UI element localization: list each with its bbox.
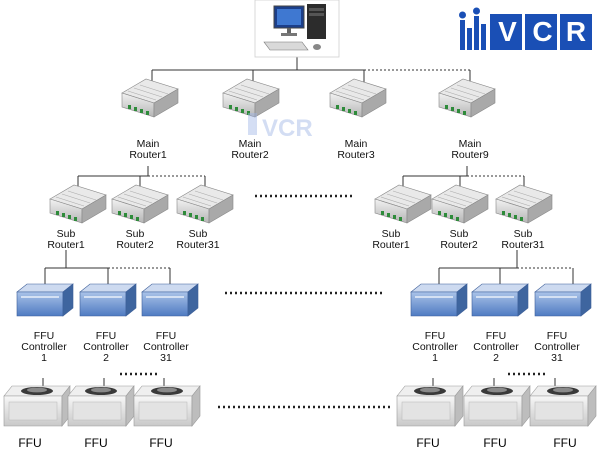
- vcr-logo-mark: [459, 7, 592, 50]
- ffu-label: FFU: [483, 436, 507, 450]
- watermark-logo: VCR: [248, 113, 313, 142]
- ffu-controller-left-31-icon: [141, 283, 199, 317]
- vcr-logo-letter: V: [498, 16, 517, 47]
- sub-router-left-1-icon: [49, 184, 107, 224]
- ffu-label: FFU: [149, 436, 173, 450]
- vcr-logo-letter: C: [532, 16, 553, 47]
- ffu-controller-right-31-icon: [534, 283, 592, 317]
- ffu-controller-right-2-icon: [471, 283, 529, 317]
- main-router-3-icon: [329, 78, 387, 118]
- vcr-logo: V C R: [458, 6, 596, 58]
- ffu-label: FFU: [553, 436, 577, 450]
- ffu-controller-right-1-icon: [410, 283, 468, 317]
- watermark-text: VCR: [262, 115, 313, 142]
- ffu-controller-left-2-icon: [79, 283, 137, 317]
- ffu-left-2-icon: [67, 385, 135, 427]
- computer-icon: [254, 0, 340, 58]
- ffu-left-1-icon: [3, 385, 71, 427]
- main-router-2-icon: [222, 78, 280, 118]
- sub-router-right-1-icon: [374, 184, 432, 224]
- ffu-left-31-icon: [133, 385, 201, 427]
- vcr-logo-letter: R: [565, 16, 587, 47]
- ffu-right-31-icon: [529, 385, 597, 427]
- ffu-right-2-icon: [463, 385, 531, 427]
- sub-router-right-31-icon: [495, 184, 553, 224]
- ffu-controller-left-1-icon: [16, 283, 74, 317]
- main-router-9-icon: [438, 78, 496, 118]
- ffu-label: FFU: [18, 436, 42, 450]
- ffu-label: FFU: [84, 436, 108, 450]
- sub-router-left-31-icon: [176, 184, 234, 224]
- ffu-right-1-icon: [396, 385, 464, 427]
- sub-router-left-2-icon: [111, 184, 169, 224]
- main-router-1-icon: [121, 78, 179, 118]
- sub-router-right-2-icon: [431, 184, 489, 224]
- ffu-label: FFU: [416, 436, 440, 450]
